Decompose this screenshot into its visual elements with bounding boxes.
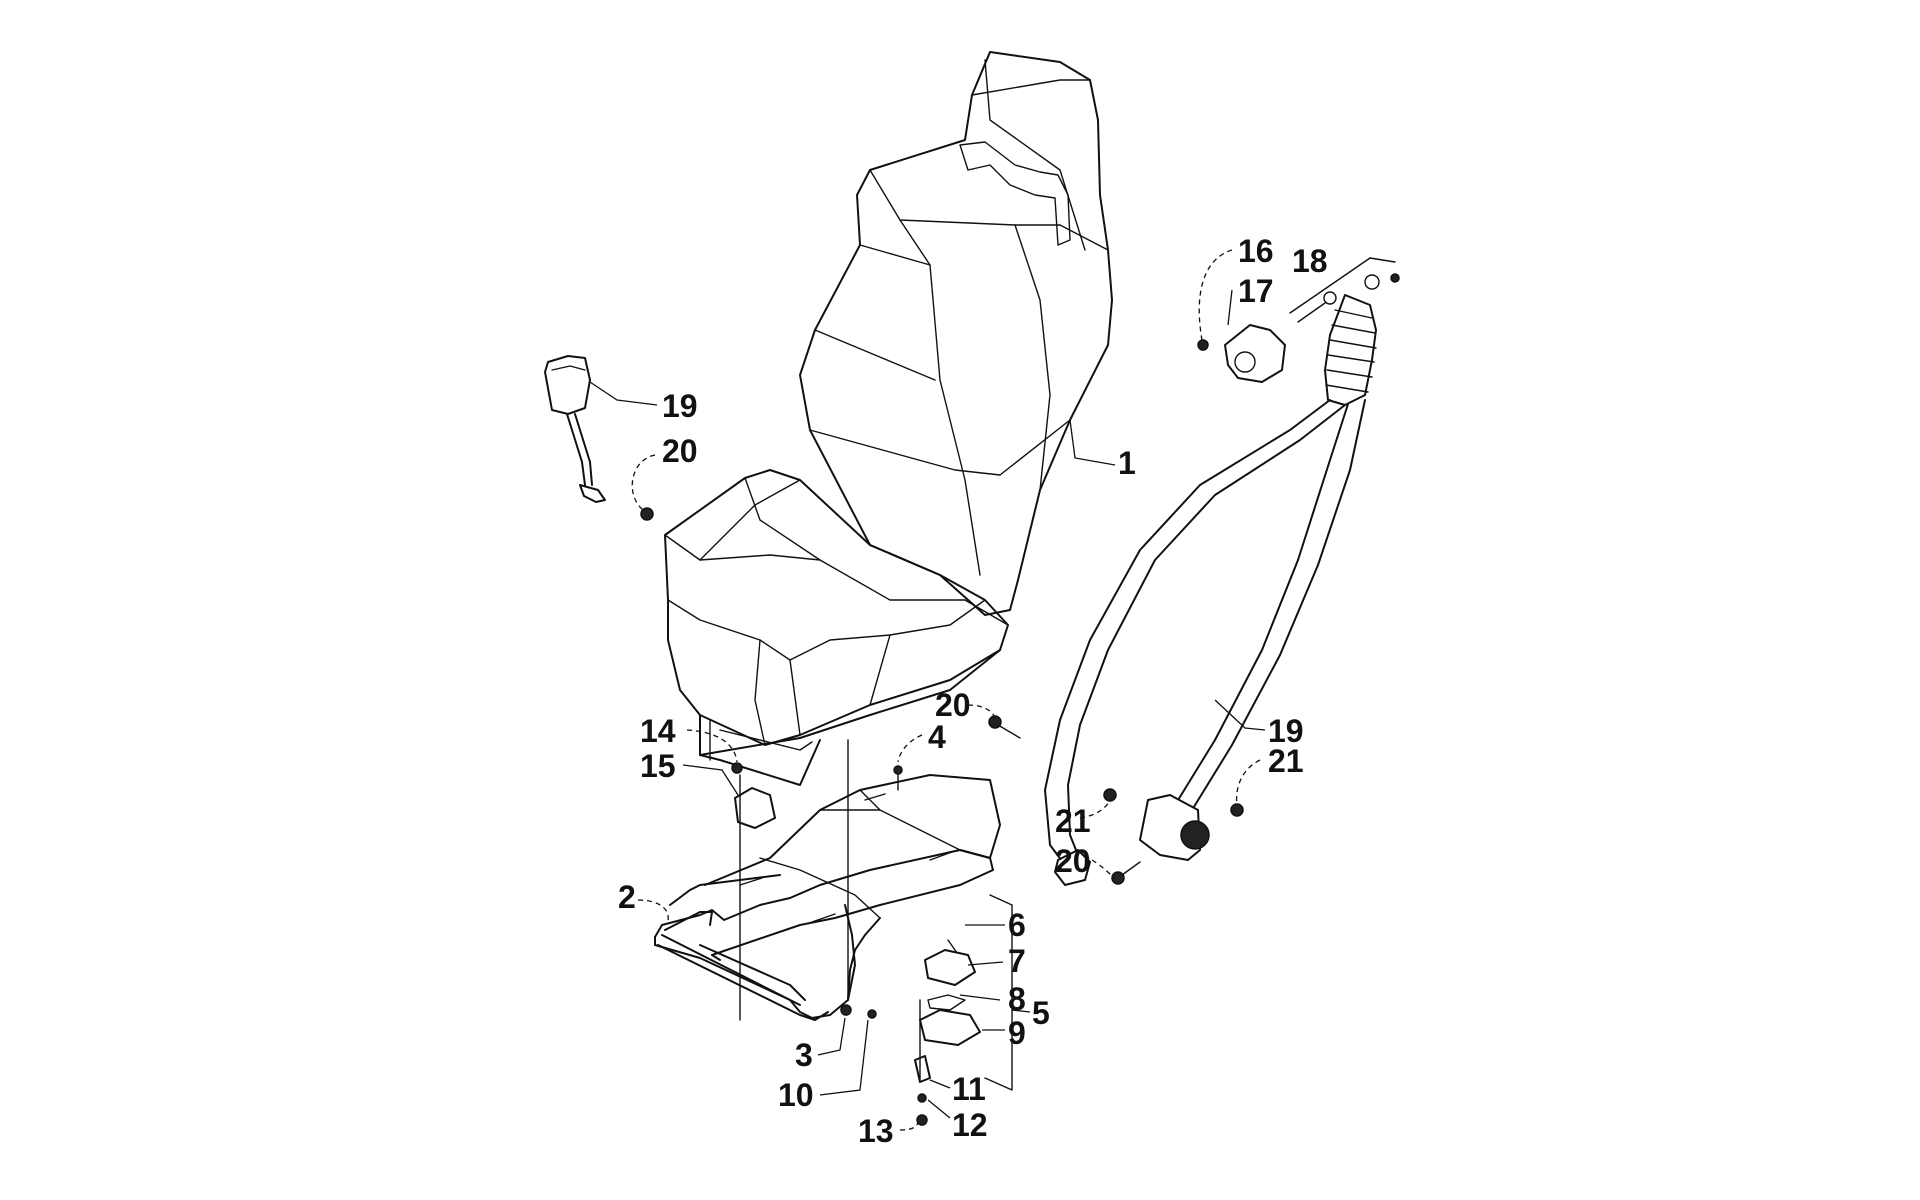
- callout-11: 11: [952, 1071, 986, 1107]
- callout-4: 4: [928, 719, 946, 755]
- seat-assembly: [664, 51, 1113, 786]
- callout-8: 8: [1008, 981, 1026, 1017]
- shoulder-belt: [988, 273, 1400, 886]
- callout-16: 16: [1238, 233, 1274, 269]
- callout-15: 15: [640, 748, 676, 784]
- callout-labels: 1 2 3 4 5 6 7 8 9 10 11 12 13 14 15 16 1…: [618, 233, 1328, 1149]
- callout-18: 18: [1292, 243, 1328, 279]
- callout-14: 14: [640, 713, 676, 749]
- leader-lines: [589, 249, 1396, 1131]
- callout-21-right: 21: [1268, 743, 1304, 779]
- callout-21-mid: 21: [1055, 803, 1091, 839]
- seat-frame: [654, 774, 1001, 1021]
- callout-3: 3: [795, 1037, 813, 1073]
- callout-2: 2: [618, 879, 636, 915]
- callout-10: 10: [778, 1077, 814, 1113]
- lap-belt-buckle: [544, 355, 654, 521]
- callout-20-lower: 20: [1055, 843, 1091, 879]
- callout-17: 17: [1238, 273, 1274, 309]
- callout-1: 1: [1118, 445, 1136, 481]
- callout-20-left: 20: [662, 433, 698, 469]
- callout-20-upper: 20: [935, 687, 971, 723]
- callout-13: 13: [858, 1113, 894, 1149]
- callout-19-left: 19: [662, 388, 698, 424]
- callout-12: 12: [952, 1107, 988, 1143]
- callout-7: 7: [1008, 943, 1026, 979]
- callout-5: 5: [1032, 995, 1050, 1031]
- callout-6: 6: [1008, 907, 1026, 943]
- callout-9: 9: [1008, 1015, 1026, 1051]
- callout-19-right: 19: [1268, 713, 1304, 749]
- hardware-parts: [731, 762, 981, 1126]
